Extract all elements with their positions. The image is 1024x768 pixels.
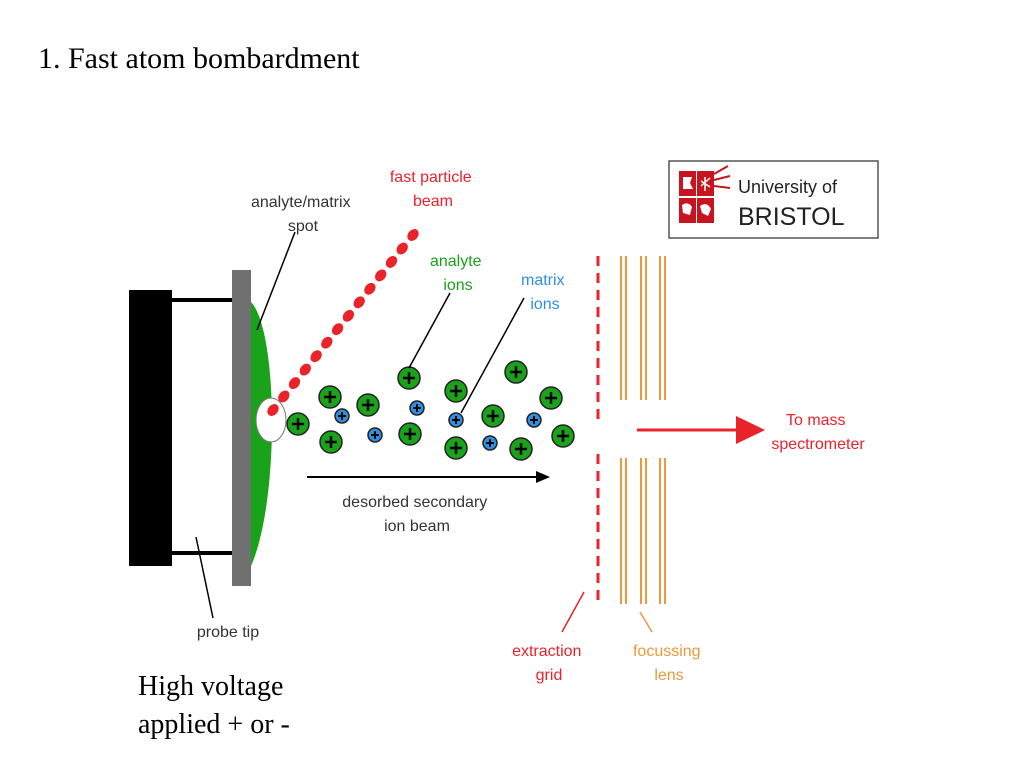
- analyte-leader-line: [408, 292, 451, 369]
- analyte-ion: [539, 386, 563, 410]
- extraction-grid-leader-line: [561, 591, 585, 633]
- svg-text:BRISTOL: BRISTOL: [738, 203, 845, 231]
- voltage-note: High voltage applied + or -: [138, 668, 290, 744]
- bristol-crest-icon: [679, 165, 731, 223]
- beam-impact-spot: [255, 397, 287, 443]
- beam-particle: [310, 350, 322, 363]
- focussing-lens-plates: [620, 256, 666, 604]
- voltage-note-line-2: applied + or -: [138, 709, 290, 740]
- beam-particle: [321, 336, 333, 349]
- analyte-ion: [504, 360, 528, 384]
- extraction-grid-label: extraction grid: [512, 643, 586, 684]
- analyte-ion: [398, 422, 422, 446]
- svg-text:University of: University of: [738, 177, 838, 197]
- beam-particle: [385, 255, 398, 268]
- analyte-ion: [444, 436, 468, 460]
- matrix-ion: [334, 408, 350, 424]
- matrix-ion: [448, 412, 464, 428]
- beam-particle: [267, 404, 279, 416]
- to-mass-spectrometer-label: To mass spectrometer: [771, 412, 865, 453]
- beam-particle: [364, 282, 376, 295]
- slide-title: 1. Fast atom bombardment: [38, 42, 360, 75]
- analyte-ions-label: analyte ions: [430, 253, 486, 294]
- to-spectrometer-arrowhead: [736, 416, 765, 444]
- focussing-lens-leader-line: [639, 611, 653, 633]
- beam-particle: [278, 390, 290, 403]
- university-of-bristol-logo: University of BRISTOL: [668, 160, 879, 239]
- fast-particle-beam-dots: [267, 229, 419, 416]
- probe-holder: [129, 290, 172, 566]
- fast-particle-beam-label: fast particle beam: [390, 169, 476, 210]
- analyte-matrix-spot-label: analyte/matrix spot: [251, 194, 355, 235]
- matrix-ion: [367, 427, 383, 443]
- beam-particle: [407, 229, 419, 241]
- probe-tip-label: probe tip: [197, 624, 259, 641]
- analyte-ion: [509, 437, 533, 461]
- voltage-note-line-1: High voltage: [138, 671, 284, 702]
- analyte-ion: [397, 366, 421, 390]
- matrix-ion: [482, 435, 498, 451]
- matrix-leader-line: [460, 297, 525, 414]
- beam-particle: [331, 323, 344, 336]
- ion-cloud: [286, 360, 575, 461]
- beam-particle: [342, 309, 355, 322]
- focussing-lens-label: focussing lens: [633, 643, 705, 684]
- beam-particle: [396, 242, 408, 255]
- analyte-ion: [318, 385, 342, 409]
- matrix-ion: [526, 412, 542, 428]
- beam-particle: [353, 296, 365, 309]
- probe-tip-leader-line: [195, 536, 214, 619]
- analyte-ion: [481, 404, 505, 428]
- analyte-ion: [444, 379, 468, 403]
- analyte-ion: [286, 412, 310, 436]
- analyte-ion: [356, 393, 380, 417]
- analyte-ion: [551, 424, 575, 448]
- spot-leader-line: [256, 231, 296, 331]
- probe-tip-plate: [232, 270, 251, 586]
- matrix-ion: [409, 400, 425, 416]
- analyte-ion: [319, 430, 343, 454]
- matrix-ions-label: matrix ions: [521, 272, 569, 313]
- beam-particle: [299, 363, 311, 376]
- desorbed-beam-label: desorbed secondary ion beam: [342, 494, 491, 535]
- beam-particle: [288, 377, 301, 390]
- beam-particle: [375, 269, 387, 282]
- desorbed-beam-arrowhead: [536, 471, 550, 483]
